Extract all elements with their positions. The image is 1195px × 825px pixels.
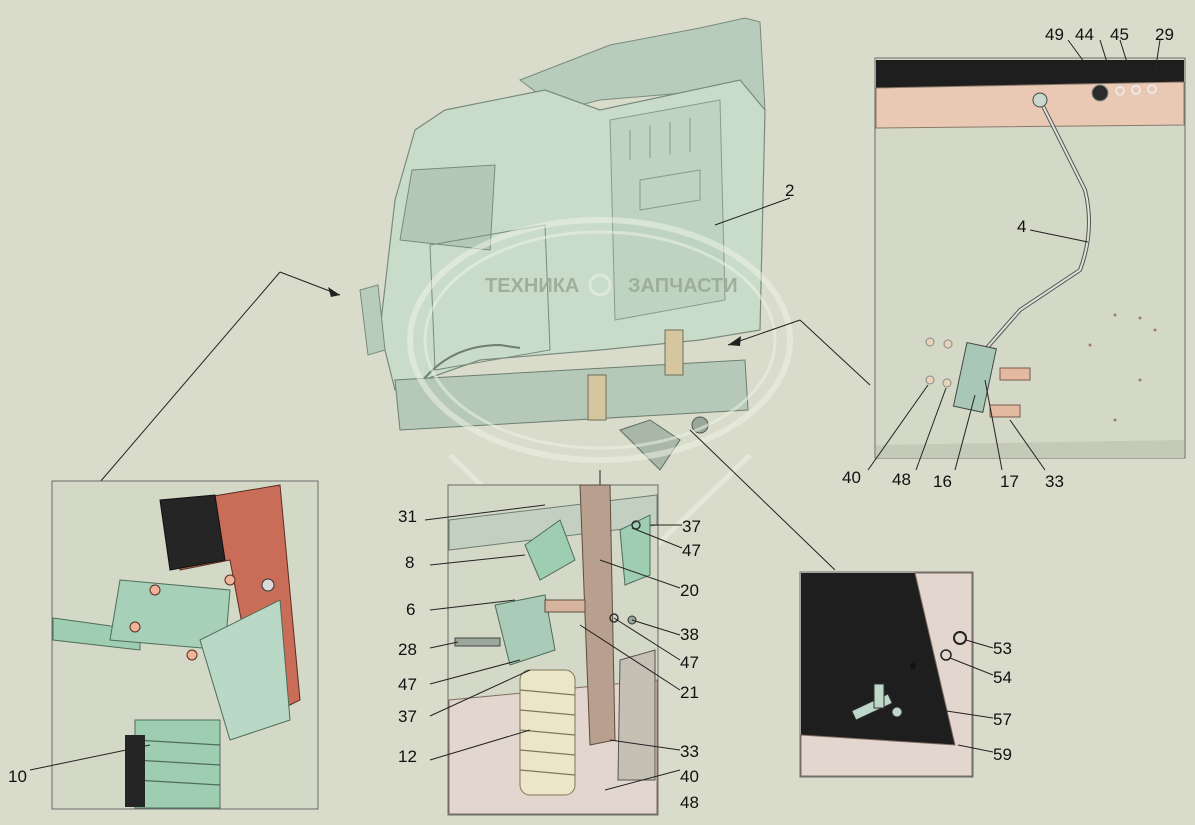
label-12: 12	[398, 747, 417, 766]
label-8: 8	[405, 553, 414, 572]
label-47-mid: 47	[680, 653, 699, 672]
label-40: 40	[842, 468, 861, 487]
inset-bottom-right-labels: 53 54 57 59	[939, 639, 1012, 764]
inset-center	[447, 484, 659, 816]
label-48-center: 48	[680, 793, 699, 812]
watermark-text-right: ЗАПЧАСТИ	[628, 275, 738, 297]
bolt-icon	[989, 367, 1031, 418]
label-17: 17	[1000, 472, 1019, 491]
label-53: 53	[993, 639, 1012, 658]
watermark-text-left: ТЕХНИКА	[485, 275, 579, 297]
label-29: 29	[1155, 25, 1174, 44]
label-59: 59	[993, 745, 1012, 764]
label-33: 33	[1045, 472, 1064, 491]
label-48: 48	[892, 470, 911, 489]
label-16: 16	[933, 472, 952, 491]
label-2: 2	[785, 181, 794, 200]
label-37-top: 37	[682, 517, 701, 536]
label-47-left: 47	[398, 675, 417, 694]
truck-cab-illustration	[359, 17, 766, 471]
label-57: 57	[993, 710, 1012, 729]
gear-icon	[588, 273, 612, 297]
label-28: 28	[398, 640, 417, 659]
label-40-center: 40	[680, 767, 699, 786]
label-4: 4	[1017, 217, 1026, 236]
inset-top-right	[874, 57, 1186, 459]
label-10: 10	[8, 767, 27, 786]
label-33-center: 33	[680, 742, 699, 761]
label-6: 6	[406, 600, 415, 619]
label-31: 31	[398, 507, 417, 526]
tee-fitting-icon	[851, 683, 903, 721]
label-21: 21	[680, 683, 699, 702]
inset-top-right-labels: 49 44 45 29 4 40 48 16 17 33	[842, 25, 1174, 491]
label-37-left: 37	[398, 707, 417, 726]
label-54: 54	[993, 668, 1012, 687]
label-44: 44	[1075, 25, 1094, 44]
callout-arrows	[99, 271, 871, 571]
inset-bottom-right	[799, 571, 974, 778]
label-20: 20	[680, 581, 699, 600]
label-38: 38	[680, 625, 699, 644]
inset-left-labels: 10	[8, 744, 151, 786]
label-45: 45	[1110, 25, 1129, 44]
label-47-top: 47	[682, 541, 701, 560]
coil-spring-icon	[519, 669, 576, 796]
inset-center-labels: 31 37 47 8 20 6 38 28 47 47 21 37 12 33 …	[398, 504, 701, 812]
label-49: 49	[1045, 25, 1064, 44]
inset-left	[51, 480, 319, 810]
coil-spring-icon	[134, 719, 221, 809]
